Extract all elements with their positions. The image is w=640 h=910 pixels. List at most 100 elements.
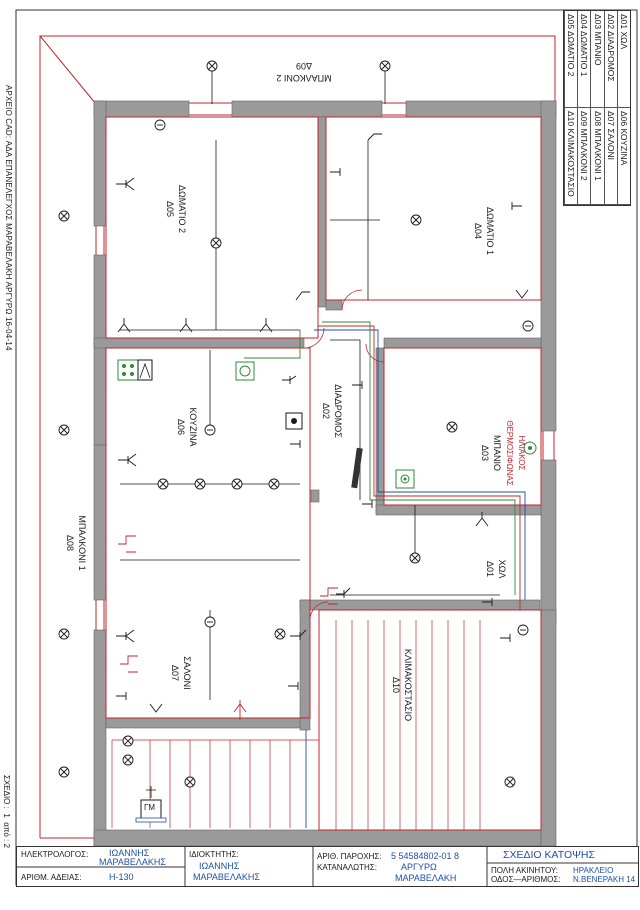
wall-lamp [204,424,216,436]
city-label: ΠΟΛΗ ΑΚΙΝΗΤΟΥ: [491,866,559,875]
appliances [117,359,537,823]
light-fixture [194,478,206,490]
light-fixture [206,60,218,72]
consumer-label: ΚΑΤΑΝΑΛΩΤΗΣ: [317,863,377,872]
room-code: Δ03 [480,444,490,462]
socket-symbol [116,177,135,191]
room-code: Δ02 [321,402,331,420]
room-name: ΣΑΛΟΝΙ [182,656,192,690]
supply-number-label: ΑΡΙΘ. ΠΑΡΟΧΗΣ: [317,852,382,861]
room-code: Δ04 [473,222,483,240]
sheet-of: από : [2,822,11,842]
room-label-corridor: ΔΙΑΔΡΟΜΟΣ Δ02 [318,376,344,446]
wall-lamp [522,320,534,332]
license-label: ΑΡΙΘΜ. ΑΔΕΙΑΣ: [21,873,82,882]
consumer-last-name: ΜΑΡΑΒΕΛΑΚΗ [395,873,457,883]
socket-symbol [500,634,511,642]
sheet-label: ΣΧΕΔΙΟ : [2,775,11,809]
street-value: Ν.ΒΕΝΕΡΑΚΗ 14 [573,875,636,884]
light-fixture [410,214,422,226]
legend-item: Δ05 ΔΩΜΑΤΙΟ 2 [564,11,578,108]
switch-symbol [336,587,351,598]
electrician-label: ΗΛΕΚΤΡΟΛΟΓΟΣ: [21,850,89,859]
socket-symbol [352,381,363,389]
socket-symbol [362,500,373,508]
legend-item: Δ07 ΣΑΛΟΝΙ [603,108,617,205]
light-fixture [58,210,70,222]
socket-symbol [118,453,137,467]
cad-file-note-text: ΑΡΧΕΙΟ CAD: ΑΔΑ ΕΠΑΝΕΛΕΓΧΟΣ ΜΑΡΑΒΕΛΑΚΗ Α… [4,85,13,351]
socket-symbol [288,682,299,690]
legend-item: Δ02 ΔΙΑΔΡΟΜΟΣ [603,11,617,108]
socket-symbol [116,692,127,700]
room-name: ΚΟΥΖΙΝΑ [188,407,198,447]
owner-first-name: ΙΩΑΝΝΗΣ [199,861,240,871]
panel-label: ΓΜ [144,803,156,812]
socket-symbol [116,629,135,643]
room-name: ΜΠΑΛΚΟΝΙ 1 [77,515,87,571]
switch-symbol [295,291,310,301]
electrician-first-name: ΙΩΑΝΝΗΣ [109,848,150,858]
window-openings [95,102,555,831]
socket-symbol [290,440,301,448]
wall-lamps [154,119,534,636]
light-fixture [157,478,169,490]
solar-heater-label: ΗΛΙΑΚΟΣ ΘΕΡΜΟΣΙΦΩΝΑΣ [505,420,526,486]
light-fixture [58,628,70,640]
wiring [120,70,500,700]
switch-symbol [367,133,382,141]
switch-symbol [149,703,163,713]
legend-item: Δ08 ΜΠΑΛΚΟΝΙ 1 [590,108,604,205]
room-label-stairs: ΚΛΙΜΑΚΟΣΤΑΣΙΟ Δ10 [388,640,414,730]
door-swings [303,289,385,621]
room-label-kitchen: ΚΟΥΖΙΝΑ Δ06 [173,397,199,457]
room-label-balcony-1: ΜΠΑΛΚΟΝΙ 1 Δ08 [62,508,88,578]
room-label-bath: ΗΛΙΑΚΟΣ ΘΕΡΜΟΣΙΦΩΝΑΣ ΜΠΑΝΙΟ Δ03 [480,411,527,495]
socket-symbol [330,168,341,176]
light-fixture [184,776,196,788]
room-name: ΜΠΑΝΙΟ [492,435,502,471]
switches-sockets [116,133,529,713]
sheet-total: 2 [2,843,11,848]
socket-symbol [120,655,138,673]
switch-symbol [233,703,247,713]
light-fixture [274,628,286,640]
legend-item: Δ10 ΚΛΙΜΑΚΟΣΤΑΣΙΟ [564,108,578,205]
wall-lamp [517,624,529,636]
light-fixture [231,478,243,490]
legend-item: Δ04 ΔΩΜΑΤΙΟ 1 [577,11,591,108]
room-code: Δ01 [485,560,495,578]
legend-item: Δ09 ΜΠΑΛΚΟΝΙ 2 [577,108,591,205]
light-fixture [210,237,222,249]
license-number: Η-130 [109,872,134,882]
room-name: ΔΙΑΔΡΟΜΟΣ [333,384,343,438]
light-fixture [58,766,70,778]
legend-item: Δ03 ΜΠΑΝΙΟ [590,11,604,108]
switch-symbol [117,318,131,333]
wiring-green [244,321,516,595]
light-fixtures [58,60,516,788]
cad-file-note: ΑΡΧΕΙΟ CAD: ΑΔΑ ΕΠΑΝΕΛΕΓΧΟΣ ΜΑΡΑΒΕΛΑΚΗ Α… [3,85,13,351]
switch-symbol [515,289,529,299]
legend-item: Δ01 ΧΩΛ [616,11,630,108]
consumer-first-name: ΑΡΓΥΡΩ [401,862,437,872]
light-fixture [379,60,391,72]
wiring-blue [305,329,526,828]
washing-machine-symbol [235,361,255,381]
light-fixture [58,424,70,436]
hood-symbol [137,359,153,381]
room-label-living: ΣΑΛΟΝΙ Δ07 [167,643,193,703]
title-block-dividers [17,847,638,886]
wall-lamp [204,616,216,628]
light-fixture [122,735,134,747]
room-name: ΔΩΜΑΤΙΟ 2 [177,184,187,234]
city-value: ΗΡΑΚΛΕΙΟ [573,866,614,875]
exterior-walls [93,100,557,847]
room-code: Δ08 [65,534,75,552]
room-name: ΜΠΑΛΚΟΝΙ 2 [276,73,332,83]
room-legend-grid: Δ01 ΧΩΛ Δ06 ΚΟΥΖΙΝΑ Δ02 ΔΙΑΔΡΟΜΟΣ Δ07 ΣΑ… [564,11,630,205]
switch-symbol [282,375,297,384]
supply-number: 5 54584802-01 8 [391,851,460,861]
light-fixture [268,478,280,490]
drawing-title: ΣΧΕΔΙΟ ΚΑΤΟΨΗΣ [503,849,595,861]
